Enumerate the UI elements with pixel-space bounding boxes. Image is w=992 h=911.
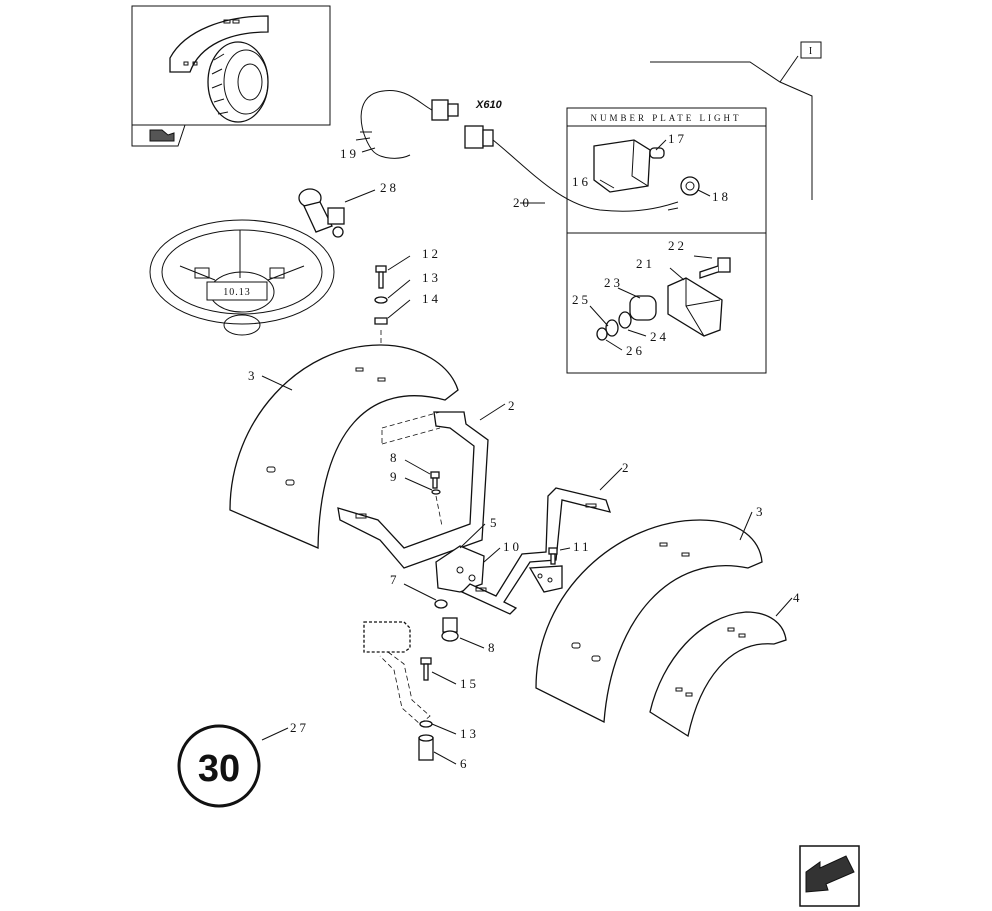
- reference-marker: I: [650, 41, 822, 200]
- callout-21: 21: [636, 256, 655, 271]
- number-plate-light-box: NUMBER PLATE LIGHT: [566, 107, 767, 374]
- callouts: 19 20 28 12 13 14 3 2 8 9 5 10 11 2 3 4 …: [248, 131, 803, 771]
- reference-box-label: I: [809, 46, 813, 57]
- callout-3a: 3: [248, 368, 258, 383]
- leader-lines: [261, 139, 793, 765]
- callout-17: 17: [668, 131, 687, 146]
- badge-number: 30: [198, 748, 240, 790]
- callout-24: 24: [650, 329, 669, 344]
- steering-wheel: 10.13: [149, 219, 335, 336]
- lower-mount: [363, 621, 434, 761]
- connector-label: X610: [475, 99, 503, 111]
- callout-26: 26: [626, 343, 645, 358]
- switch-lever: [298, 188, 345, 238]
- callout-11: 11: [573, 539, 592, 554]
- callout-14: 14: [422, 291, 441, 306]
- clamp-bracket: [434, 545, 485, 642]
- sheet-reference: 10.13: [223, 287, 251, 298]
- callout-22: 22: [668, 238, 687, 253]
- callout-27: 27: [290, 720, 309, 735]
- callout-16: 16: [572, 174, 591, 189]
- callout-7: 7: [390, 572, 400, 587]
- book-icon[interactable]: [149, 129, 175, 142]
- inset-tire-fender-view: [131, 5, 331, 147]
- callout-8b: 8: [488, 640, 498, 655]
- fender-right: [535, 519, 763, 724]
- callout-28: 28: [380, 180, 399, 195]
- callout-6: 6: [460, 756, 470, 771]
- model-badge: 30: [177, 724, 261, 808]
- callout-2a: 2: [508, 398, 518, 413]
- back-arrow-icon[interactable]: [799, 845, 860, 907]
- fender-extension: [649, 611, 787, 738]
- callout-5: 5: [490, 515, 500, 530]
- callout-12: 12: [422, 246, 441, 261]
- bracket-upper: [337, 411, 489, 569]
- callout-2b: 2: [622, 460, 632, 475]
- callout-13b: 13: [460, 726, 479, 741]
- box-title: NUMBER PLATE LIGHT: [591, 113, 742, 123]
- callout-15: 15: [460, 676, 479, 691]
- callout-4: 4: [793, 590, 803, 605]
- callout-9: 9: [390, 469, 400, 484]
- callout-25: 25: [572, 292, 591, 307]
- wiring-harness: X610: [355, 90, 679, 212]
- callout-10: 10: [503, 539, 522, 554]
- callout-18: 18: [712, 189, 731, 204]
- callout-13a: 13: [422, 270, 441, 285]
- callout-19: 19: [340, 146, 359, 161]
- callout-8a: 8: [390, 450, 400, 465]
- callout-20: 20: [513, 195, 532, 210]
- fender-left: [229, 344, 459, 549]
- bolt-small: [430, 471, 443, 527]
- callout-23: 23: [604, 275, 623, 290]
- callout-3b: 3: [756, 504, 766, 519]
- bracket-lower: [460, 487, 611, 615]
